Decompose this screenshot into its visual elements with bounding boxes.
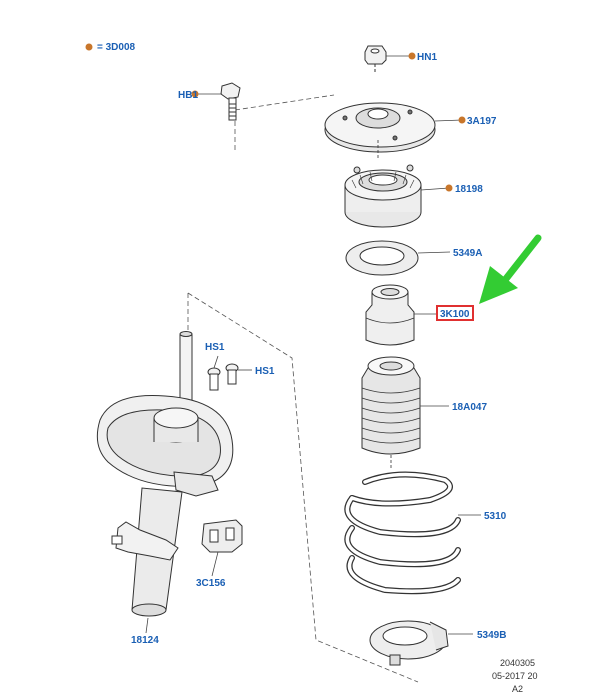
legend-text: = 3D008: [97, 42, 136, 53]
bump-stop-part: [365, 284, 415, 346]
legend-marker-icon: [85, 43, 93, 51]
dust-boot-part: [361, 356, 421, 470]
callout-hs1-right: HS1: [255, 366, 275, 377]
callout-hn1: HN1: [417, 52, 437, 63]
callout-18a047: 18A047: [452, 402, 487, 413]
leader-lines: [145, 55, 481, 635]
callout-labels: HN1 HB1 3A197 18198 5349A 3K100 18A047 5…: [131, 52, 507, 646]
upper-spring-seat-part: [345, 240, 419, 276]
callout-hs1-left: HS1: [205, 342, 225, 353]
callout-hb1: HB1: [178, 90, 198, 101]
callout-3a197: 3A197: [467, 116, 497, 127]
callout-18198: 18198: [455, 184, 483, 195]
highlight-box-3k100: [436, 305, 474, 321]
strut-assembly-part: [96, 331, 234, 617]
footer-line-2: 05-2017 20: [492, 671, 538, 681]
footer-reference: 2040305 05-2017 20 A2: [492, 658, 538, 694]
callout-3c156: 3C156: [196, 578, 226, 589]
hb1-bolt-part: [220, 82, 241, 121]
footer-line-3: A2: [512, 684, 523, 694]
bracket-clip-part: [201, 519, 243, 553]
coil-spring-inner: [345, 472, 460, 593]
callout-5310: 5310: [484, 511, 507, 522]
leader-dots: [191, 52, 466, 192]
callout-3k100: 3K100: [440, 309, 470, 320]
footer-line-1: 2040305: [500, 658, 535, 668]
lower-spring-seat-part: [369, 620, 449, 666]
callout-18124: 18124: [131, 635, 159, 646]
top-mount-part: [324, 102, 436, 160]
top-nut-part: [364, 45, 387, 74]
callout-5349b: 5349B: [477, 630, 506, 641]
callout-5349a: 5349A: [453, 248, 482, 259]
pointer-arrow-icon: [479, 234, 542, 304]
hs1-bolts-part: [207, 363, 239, 391]
bearing-part: [344, 164, 422, 228]
